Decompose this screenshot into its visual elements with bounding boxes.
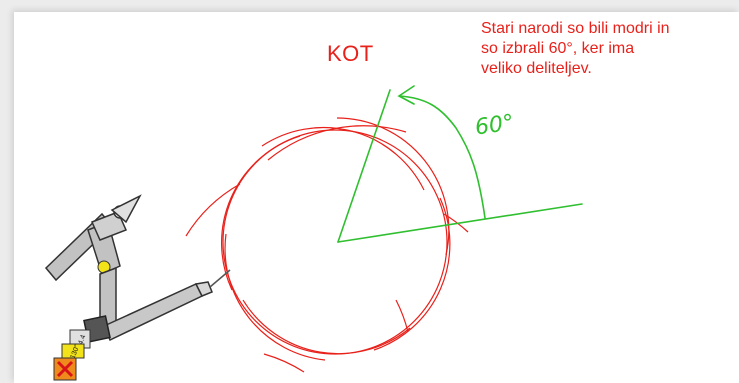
page-title: KOT bbox=[327, 41, 374, 66]
compass-tool[interactable]: 4.4 130° bbox=[44, 194, 231, 381]
petal-arc-1 bbox=[261, 127, 425, 191]
note-line-3: veliko deliteljev. bbox=[481, 60, 592, 77]
petal-arc-4 bbox=[242, 299, 411, 355]
note-text: Stari narodi so bili modri in so izbrali… bbox=[481, 19, 739, 79]
compass-pencil-tip bbox=[110, 194, 142, 224]
outer-arc-top bbox=[267, 125, 407, 161]
compass-needle-cap bbox=[194, 281, 213, 297]
compass-setting-label: 4.4 bbox=[77, 334, 87, 346]
outer-arc-left bbox=[185, 183, 241, 237]
angle-arrowhead bbox=[397, 85, 415, 105]
compass-needle bbox=[209, 269, 231, 288]
ray-horizontal bbox=[337, 203, 583, 243]
angle-arrow bbox=[399, 95, 486, 219]
petal-arc-5 bbox=[224, 233, 326, 361]
petal-arc-6 bbox=[221, 135, 301, 291]
note-line-1: Stari narodi so bili modri in bbox=[481, 20, 670, 37]
main-circle bbox=[222, 129, 448, 355]
close-icon[interactable] bbox=[56, 360, 74, 378]
outer-arc-bottom bbox=[263, 353, 305, 373]
ray-60-degrees bbox=[337, 89, 391, 243]
compass-pencil-holder bbox=[90, 211, 128, 241]
outer-arc-right bbox=[443, 213, 469, 233]
compass-needle-leg bbox=[103, 283, 204, 342]
outer-arc-lower-right bbox=[395, 299, 409, 333]
petal-arc-3 bbox=[373, 197, 451, 351]
note-line-2: so izbrali 60°, ker ima bbox=[481, 40, 635, 57]
